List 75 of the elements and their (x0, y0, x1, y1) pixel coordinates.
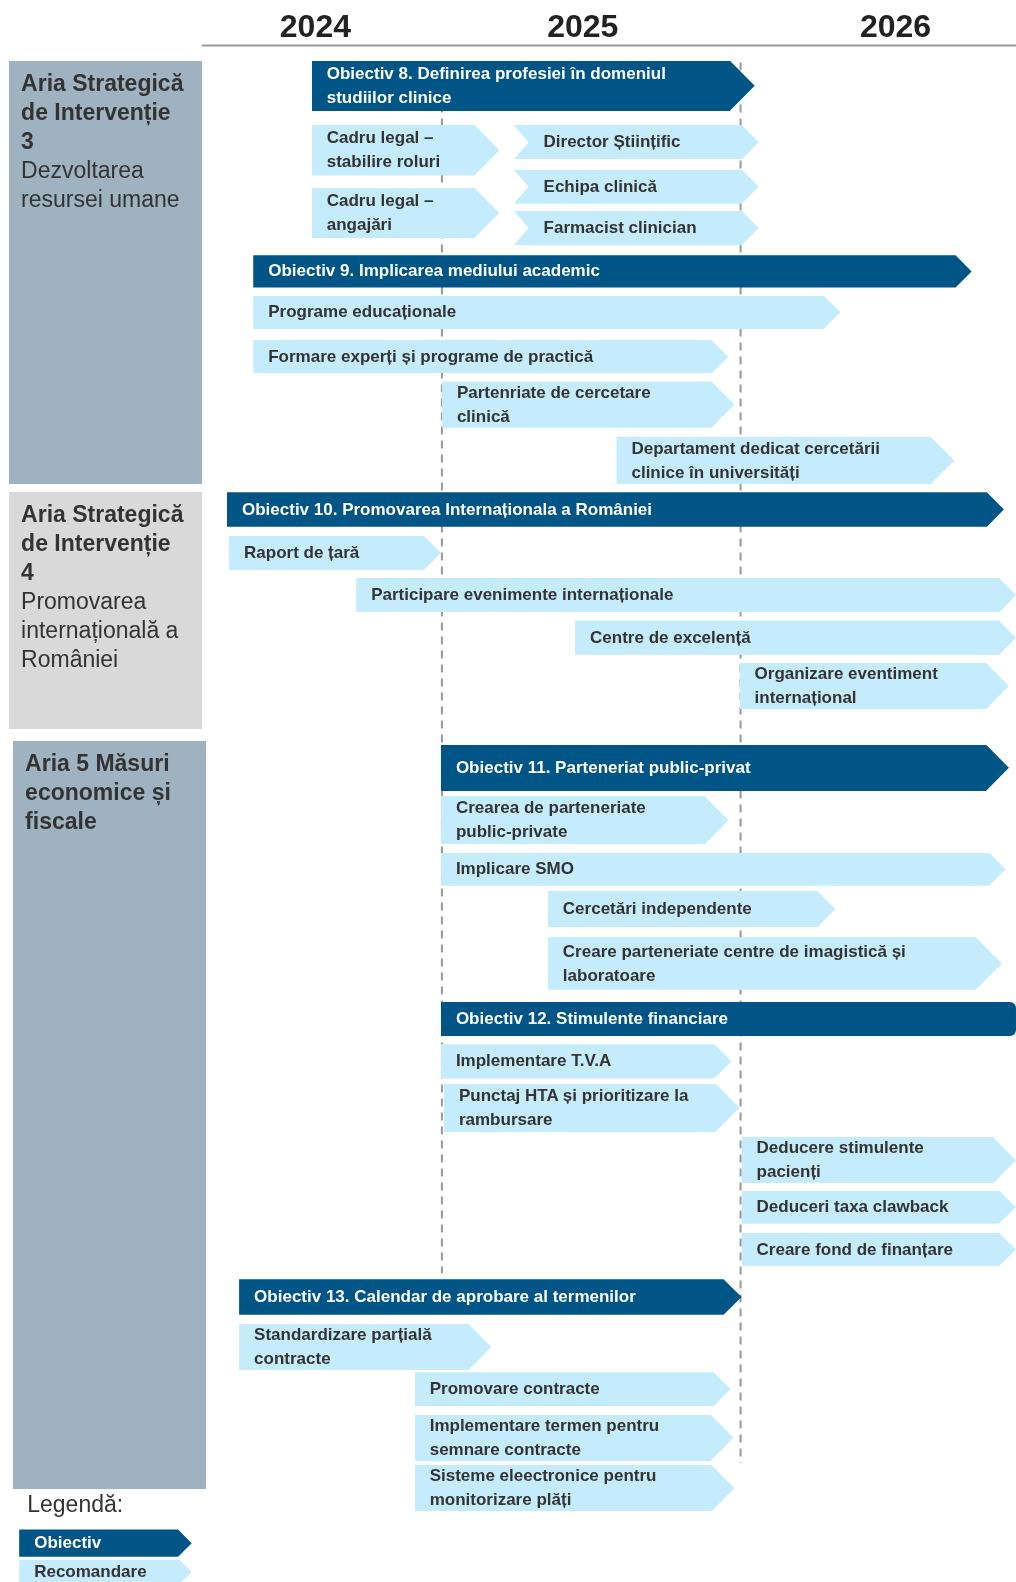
recommendation-text: Partenriate de cercetare clinică (456, 381, 652, 428)
recommendation-timeline-bar (575, 620, 1016, 655)
recommendation-text: Programe educaționale (268, 301, 458, 324)
recommendation-text: Director Științific (543, 131, 682, 154)
recommendation-text: Implementare termen pentru semnare contracte (429, 1414, 661, 1461)
recommendation-timeline-bar (547, 890, 836, 928)
recommendation-text: Departament dedicat cercetării clinice în universități (631, 437, 881, 484)
recommendation-text: Cadru legal – angajări (326, 189, 435, 236)
year-label: 2024 (279, 8, 351, 46)
recommendation-text: Standardizare parțială contracte (254, 1323, 433, 1370)
recommendation-timeline-bar (440, 1044, 732, 1079)
recommendation-timeline-bar (229, 535, 441, 571)
recommendation-timeline-bar (741, 1232, 1016, 1267)
recommendation-text: Creare parteneriate centre de imagistică și laboratoare (562, 940, 907, 987)
recommendation-text: Cercetări independente (562, 898, 753, 921)
recommendation-timeline-bar (441, 381, 735, 428)
year-label: 2026 (859, 8, 932, 46)
recommendation-timeline-bar (311, 187, 500, 239)
objective-title: Obiectiv 13. Calendar de aprobare al termenilor (254, 1286, 637, 1308)
recommendation-text: Deduceri taxa clawback (756, 1196, 950, 1219)
area-panel (13, 740, 206, 1490)
recommendation-timeline-bar (440, 796, 729, 845)
recommendation-timeline-bar (741, 1190, 1016, 1224)
area-heading: Aria Strategică de Intervenție 3 (21, 68, 185, 156)
objective-timeline-bar (253, 255, 972, 288)
recommendation-timeline-bar (739, 662, 1009, 710)
recommendation-timeline-bar (253, 295, 841, 329)
recommendation-timeline-bar (311, 125, 500, 176)
area-description: Dezvoltarea resursei umane (21, 155, 181, 214)
recommendation-text: Crearea de parteneriate public-private (455, 797, 647, 844)
recommendation-text: Participare evenimente internaționale (371, 584, 675, 607)
recommendation-text: Raport de țară (244, 541, 361, 564)
recommendation-timeline-bar (356, 578, 1016, 613)
recommendation-timeline-bar (440, 852, 1006, 886)
area-heading: Aria 5 Măsuri economice și fiscale (25, 748, 172, 836)
objective-title: Obiectiv 10. Promovarea Internaționala a României (242, 498, 654, 521)
legend-heading: Legendă: (27, 1491, 124, 1519)
recommendation-timeline-bar (239, 1323, 492, 1371)
recommendation-text: Echipa clinică (543, 175, 658, 198)
year-label: 2025 (547, 8, 619, 46)
recommendation-text: Implicare SMO (455, 858, 575, 881)
recommendation-text: Punctaj HTA și prioritizare la rambursare (458, 1084, 690, 1131)
objective-timeline-bar (440, 1001, 1016, 1037)
objective-timeline-bar (311, 60, 755, 111)
objective-title: Obiectiv 12. Stimulente financiare (455, 1008, 729, 1030)
recommendation-timeline-bar (414, 1372, 731, 1407)
recommendation-timeline-bar (414, 1464, 735, 1512)
area-panel (9, 60, 202, 485)
area-panel (9, 492, 202, 730)
recommendation-text: Organizare eventiment internațional (754, 663, 939, 710)
legend-label: Obiectiv (34, 1533, 102, 1554)
recommendation-text: Implementare T.V.A (455, 1050, 613, 1073)
recommendation-timeline-bar (616, 436, 955, 485)
recommendation-text: Farmacist clinician (543, 217, 698, 239)
recommendation-text: Centre de excelență (590, 626, 752, 649)
objective-timeline-bar (227, 492, 1004, 527)
recommendation-text: Sisteme eleectronice pentru monitorizare plăți (429, 1465, 658, 1512)
recommendation-text: Formare experți și programe de practică (268, 345, 595, 368)
objective-timeline-bar (440, 744, 1009, 791)
objective-title: Obiectiv 11. Parteneriat public-privat (455, 756, 752, 779)
recommendation-text: Cadru legal – stabilire roluri (326, 127, 442, 174)
recommendation-text: Promovare contracte (429, 1378, 601, 1401)
recommendation-timeline-bar (741, 1137, 1016, 1184)
area-heading: Aria Strategică de Intervenție 4 (21, 500, 185, 588)
recommendation-text: Deducere stimulente pacienți (756, 1137, 925, 1184)
recommendation-timeline-bar (547, 937, 1002, 990)
recommendation-timeline-bar (443, 1083, 740, 1132)
legend-label: Recomandare (34, 1561, 147, 1582)
recommendation-timeline-bar (253, 340, 729, 374)
recommendation-timeline-bar (414, 1414, 734, 1461)
recommendation-text: Creare fond de finanțare (756, 1238, 955, 1261)
objective-timeline-bar (239, 1279, 742, 1315)
objective-title: Obiectiv 8. Definirea profesiei în domeniul studiilor clinice (326, 62, 667, 109)
objective-title: Obiectiv 9. Implicarea mediului academic (268, 260, 601, 283)
area-description: Promovarea internațională a României (21, 587, 180, 675)
